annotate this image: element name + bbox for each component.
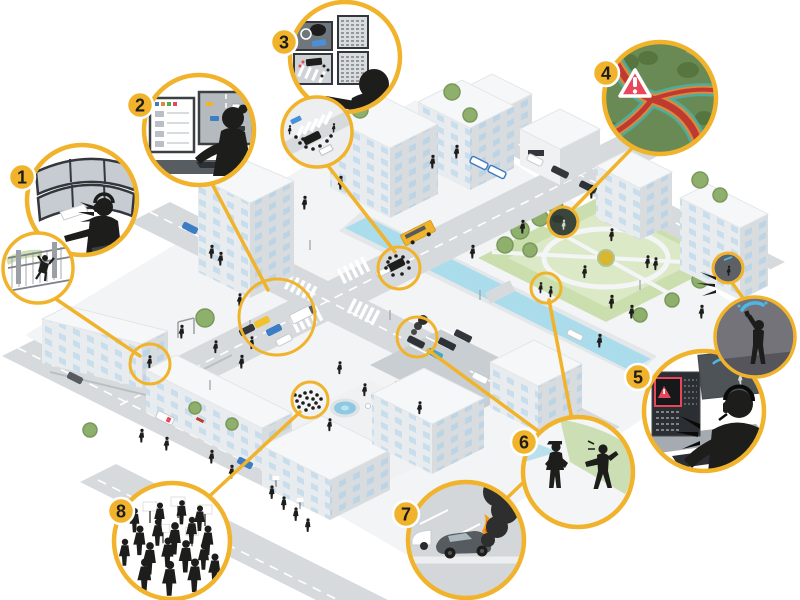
badge-6-number: 6: [519, 433, 529, 453]
scene-graffiti-vandal: [716, 298, 794, 376]
playground-swing: [177, 317, 195, 338]
callout-5-voice-response: [641, 348, 767, 474]
city-highlights: [128, 205, 745, 420]
highlight-plaza-crowd: [290, 380, 330, 420]
spray-paint: [740, 301, 765, 312]
badge-5: 5: [623, 362, 653, 392]
building: [370, 367, 486, 474]
callout-4-heatmap-alert: [601, 39, 719, 157]
badge-2: 2: [125, 90, 155, 120]
sound-waves-icon: [676, 416, 700, 449]
callout-1-control-room-video-wall: [24, 142, 140, 258]
highlight-wall-vandal: [711, 251, 745, 285]
badge-3-number: 3: [279, 33, 289, 53]
canal-footbridge: [484, 280, 516, 304]
building: [594, 149, 674, 240]
connector-6: [547, 298, 575, 427]
badge-7-number: 7: [401, 505, 411, 525]
speech-marks-icon: [587, 440, 595, 450]
parked-car: [411, 529, 432, 546]
police-sign: [528, 150, 544, 156]
building: [678, 183, 770, 300]
building: [260, 415, 392, 520]
highlight-park-gathering: [546, 205, 580, 239]
building: [518, 108, 602, 185]
scene-officer-confrontation: [524, 418, 632, 526]
officer-silhouette: [545, 441, 568, 488]
vandal-silhouette: [744, 310, 766, 364]
number-badges: 1 2 3 4 5 6 7 8: [7, 27, 653, 529]
connector-1: [48, 293, 142, 358]
badge-3: 3: [269, 27, 299, 57]
badge-6: 6: [509, 427, 539, 457]
scene-park-heatmap: [605, 43, 715, 153]
burning-car: [436, 531, 492, 559]
sound-waves-icon: [78, 202, 94, 222]
callout-5-sub-vandal: [713, 295, 797, 379]
city-bus: [400, 220, 436, 246]
school-building: [40, 305, 233, 398]
operator-silhouette: [195, 104, 253, 176]
badge-4-number: 4: [601, 64, 611, 84]
callout-7-vehicle-fire: [405, 479, 527, 600]
badge-4: 4: [591, 58, 621, 88]
police-car: [469, 155, 489, 171]
callout-3-sub-collision-scene: [280, 95, 354, 169]
callout-3-incident-review: [287, 0, 403, 115]
highlight-canal-path: [529, 271, 563, 305]
badge-8: 8: [106, 496, 136, 526]
connector-3: [323, 160, 397, 254]
climber-silhouette: [35, 255, 55, 282]
callout-8-protest-crowd: [111, 480, 233, 600]
warning-triangle-icon: [618, 68, 652, 98]
highlight-parking-smoking-car: [395, 315, 439, 359]
heatmap-paths: [605, 43, 715, 153]
badge-8-number: 8: [116, 502, 126, 522]
white-van: [155, 410, 175, 426]
speaker-sound-icon: [696, 272, 716, 296]
badge-1-number: 1: [17, 168, 27, 188]
highlight-school-fence-gate: [128, 342, 172, 386]
yard-tree: [195, 308, 215, 328]
badge-5-number: 5: [633, 368, 643, 388]
badge-2-number: 2: [135, 96, 145, 116]
connector-8: [198, 410, 302, 507]
highlight-intersection-collision: [375, 245, 422, 291]
scene-fence-climber: [6, 242, 71, 292]
canal-boat: [566, 328, 584, 342]
callout-2-traffic-monitoring: [141, 72, 257, 188]
police-car: [487, 164, 507, 180]
scene-street-collision: [283, 98, 351, 166]
bench: [195, 416, 205, 424]
callout-6-body-camera: [520, 414, 636, 530]
street-lamps: [209, 240, 641, 390]
callout-1-sub-fence-climber: [1, 231, 75, 305]
badge-7: 7: [391, 499, 421, 529]
highlight-street-traffic: [236, 277, 317, 357]
park-flowerbed: [597, 249, 615, 267]
badge-1: 1: [7, 162, 37, 192]
connector-2: [208, 178, 270, 292]
aggressor-silhouette: [585, 444, 619, 489]
scene-traffic-operator: [145, 90, 253, 176]
connector-4: [568, 138, 642, 214]
city-buildings: [40, 73, 770, 520]
